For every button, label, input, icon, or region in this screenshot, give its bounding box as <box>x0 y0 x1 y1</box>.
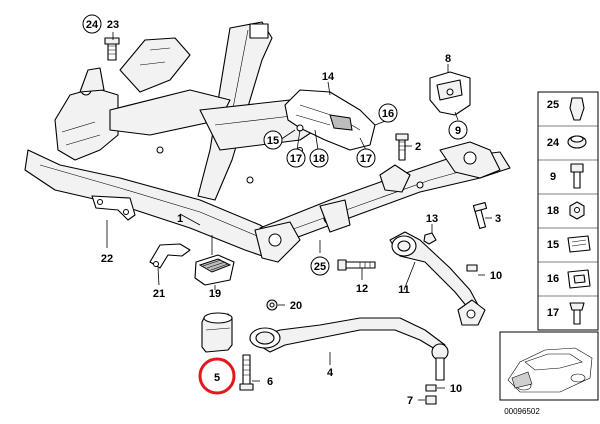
hardware-legend-column: 25 24 9 18 15 16 <box>537 91 599 331</box>
side-part-24[interactable]: 24 <box>547 135 587 149</box>
callout-13: 13 <box>426 213 438 225</box>
callout-circle-24 <box>82 14 102 34</box>
bolt-3[interactable] <box>472 201 488 229</box>
side-part-25[interactable]: 25 <box>547 97 585 121</box>
nut-20[interactable] <box>266 299 278 311</box>
callout-23: 23 <box>107 19 119 31</box>
highlight-ring-5 <box>198 357 236 395</box>
svg-text:24: 24 <box>547 137 560 149</box>
callout-11: 11 <box>398 284 410 296</box>
side-part-9[interactable]: 9 <box>550 163 584 189</box>
engine-mount-8[interactable] <box>429 71 471 116</box>
callout-5: 5 <box>214 372 220 384</box>
subframe-crossmember[interactable] <box>24 21 511 263</box>
side-part-15[interactable]: 15 <box>547 235 591 253</box>
svg-text:9: 9 <box>550 171 556 183</box>
callout-16: 16 <box>382 108 394 120</box>
leader-lines <box>106 32 492 401</box>
callout-1: 1 <box>177 213 183 225</box>
side-part-17[interactable]: 17 <box>547 302 585 325</box>
callout-10-b: 10 <box>450 383 462 395</box>
callout-12: 12 <box>356 283 368 295</box>
bracket-22[interactable] <box>91 195 136 221</box>
callout-24-top: 24 <box>86 19 99 31</box>
callout-20: 20 <box>290 300 302 312</box>
rubber-pad-19[interactable] <box>194 254 235 286</box>
svg-text:17: 17 <box>547 307 559 319</box>
callout-circle-25 <box>310 256 330 276</box>
side-part-16[interactable]: 16 <box>547 269 591 289</box>
callout-2: 2 <box>415 141 421 153</box>
heat-shield-14[interactable] <box>284 89 376 151</box>
callout-4: 4 <box>327 367 334 379</box>
callout-19: 19 <box>209 288 221 300</box>
callout-8: 8 <box>445 53 451 65</box>
wishbone-4[interactable] <box>249 317 449 381</box>
callout-circle-17-b <box>356 148 376 168</box>
svg-text:15: 15 <box>547 239 559 251</box>
diagram-reference-number: 00096502 <box>504 407 540 416</box>
svg-text:16: 16 <box>547 273 559 285</box>
callout-circle-15 <box>263 130 283 150</box>
callout-circle-9 <box>448 120 468 140</box>
svg-text:25: 25 <box>547 99 559 111</box>
bolt-12[interactable] <box>337 259 376 271</box>
bolt-23[interactable] <box>104 37 120 61</box>
callouts: 24 23 1 22 21 19 5 6 20 4 25 12 11 10 10… <box>82 14 502 407</box>
callout-15: 15 <box>267 135 279 147</box>
bolt-2[interactable] <box>395 133 409 161</box>
rubber-bushing-5[interactable] <box>201 312 233 353</box>
washer-10b[interactable] <box>425 384 437 392</box>
callout-3: 3 <box>495 213 501 225</box>
callout-circle-17-a <box>286 148 306 168</box>
bracket-21[interactable] <box>149 243 191 269</box>
callout-22: 22 <box>101 253 113 265</box>
callout-17-a: 17 <box>290 153 302 165</box>
side-part-18[interactable]: 18 <box>547 201 585 220</box>
bolt-6[interactable] <box>239 354 254 391</box>
callout-25-mid: 25 <box>314 261 326 273</box>
vehicle-inset <box>499 331 599 401</box>
control-arm-11[interactable] <box>389 231 486 326</box>
svg-text:18: 18 <box>547 205 559 217</box>
callout-circle-16 <box>378 103 398 123</box>
callout-17-b: 17 <box>360 153 372 165</box>
callout-9: 9 <box>455 125 461 137</box>
callout-21: 21 <box>153 288 165 300</box>
callout-14: 14 <box>322 71 335 83</box>
callout-circle-18 <box>309 148 329 168</box>
washer-10a[interactable] <box>466 264 478 272</box>
callout-18: 18 <box>313 153 325 165</box>
callout-10-a: 10 <box>490 270 502 282</box>
nut-13[interactable] <box>423 232 437 245</box>
nut-7[interactable] <box>425 395 437 405</box>
callout-7: 7 <box>407 395 413 407</box>
callout-6: 6 <box>267 376 273 388</box>
